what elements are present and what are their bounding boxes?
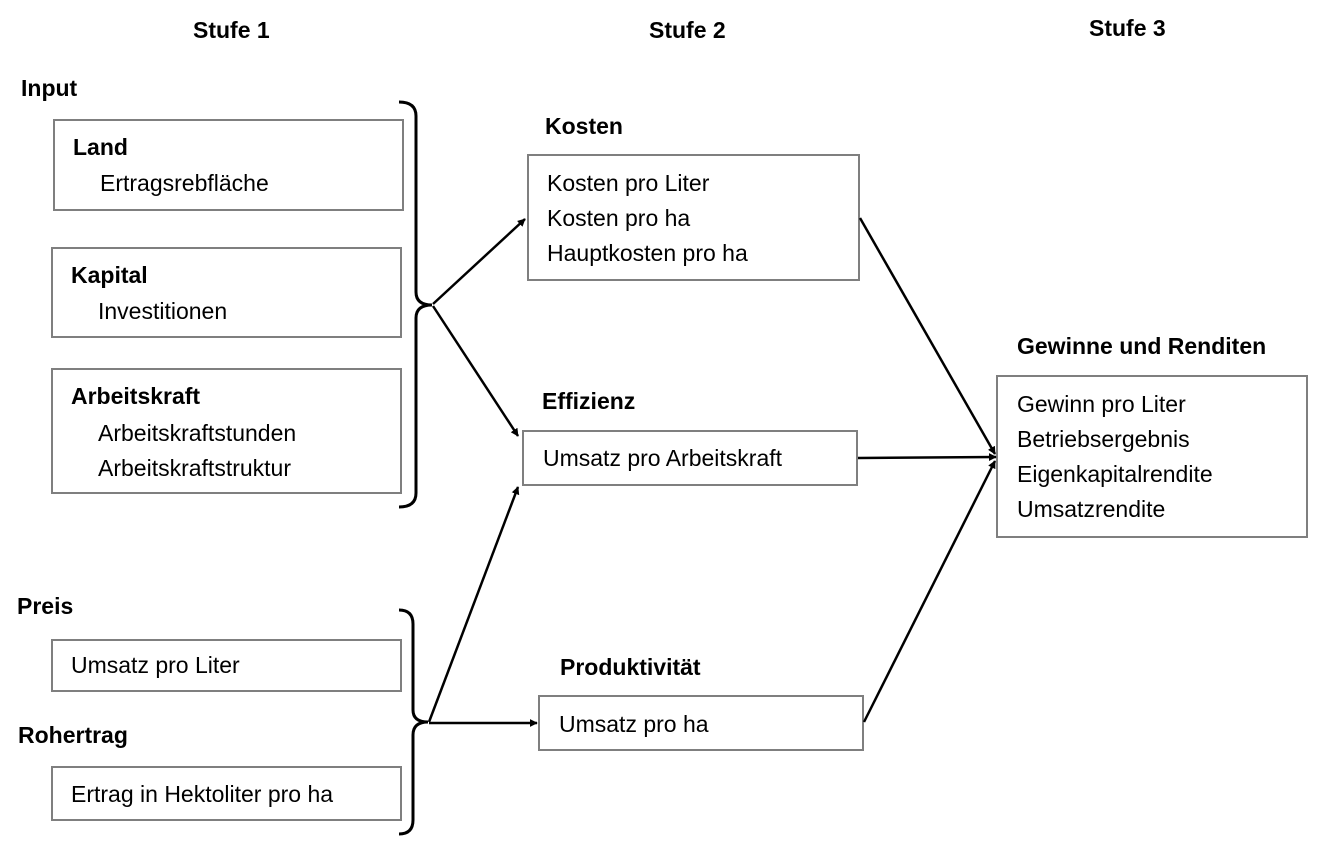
kosten-item-1: Kosten pro Liter (547, 170, 710, 196)
preis-box: Umsatz pro Liter (51, 639, 402, 692)
land-item: Ertragsrebfläche (100, 170, 269, 196)
arrow-preis-effizienz (427, 486, 520, 723)
land-title: Land (73, 134, 128, 160)
preis-label: Preis (17, 593, 74, 619)
kapital-title: Kapital (71, 262, 148, 288)
produktivitaet-label: Produktivität (560, 654, 701, 680)
arbeitskraft-item-1: Arbeitskraftstunden (98, 420, 297, 446)
arbeitskraft-box: Arbeitskraft Arbeitskraftstunden Arbeits… (51, 368, 402, 494)
stage-3-header: Stufe 3 (1089, 15, 1166, 41)
gewinne-item-3: Eigenkapitalrendite (1017, 461, 1213, 487)
effizienz-item: Umsatz pro Arbeitskraft (543, 445, 783, 471)
preis-rohertrag-brace (398, 608, 429, 836)
gewinne-box: Gewinn pro Liter Betriebsergebnis Eigenk… (996, 375, 1308, 538)
rohertrag-box: Ertrag in Hektoliter pro ha (51, 766, 402, 821)
arrow-effizienz-gewinne (857, 453, 997, 462)
kapital-item: Investitionen (98, 298, 228, 324)
arrow-input-kosten (432, 218, 526, 305)
gewinne-item-1: Gewinn pro Liter (1017, 391, 1186, 417)
effizienz-label: Effizienz (542, 388, 636, 414)
stage-1-header: Stufe 1 (193, 17, 270, 43)
preis-item: Umsatz pro Liter (71, 652, 240, 678)
effizienz-box: Umsatz pro Arbeitskraft (522, 430, 858, 486)
arrow-input-effizienz (431, 305, 520, 437)
gewinne-label: Gewinne und Renditen (1017, 333, 1267, 359)
kosten-label: Kosten (545, 113, 623, 139)
kosten-item-3: Hauptkosten pro ha (547, 240, 748, 266)
gewinne-item-2: Betriebsergebnis (1017, 426, 1190, 452)
stage-2-header: Stufe 2 (649, 17, 726, 43)
arbeitskraft-item-2: Arbeitskraftstruktur (98, 455, 291, 481)
arrow-produktivitaet-gewinne (862, 460, 997, 723)
gewinne-item-4: Umsatzrendite (1017, 496, 1166, 522)
arrow-kosten-gewinne (858, 217, 997, 455)
input-brace (398, 100, 433, 509)
kosten-box: Kosten pro Liter Kosten pro ha Hauptkost… (527, 154, 860, 281)
rohertrag-item: Ertrag in Hektoliter pro ha (71, 781, 334, 807)
produktivitaet-box: Umsatz pro ha (538, 695, 864, 751)
rohertrag-label: Rohertrag (18, 722, 128, 748)
land-box: Land Ertragsrebfläche (53, 119, 404, 211)
input-label: Input (21, 75, 78, 101)
kosten-item-2: Kosten pro ha (547, 205, 691, 231)
arbeitskraft-title: Arbeitskraft (71, 383, 201, 409)
produktivitaet-item: Umsatz pro ha (559, 711, 709, 737)
kapital-box: Kapital Investitionen (51, 247, 402, 338)
